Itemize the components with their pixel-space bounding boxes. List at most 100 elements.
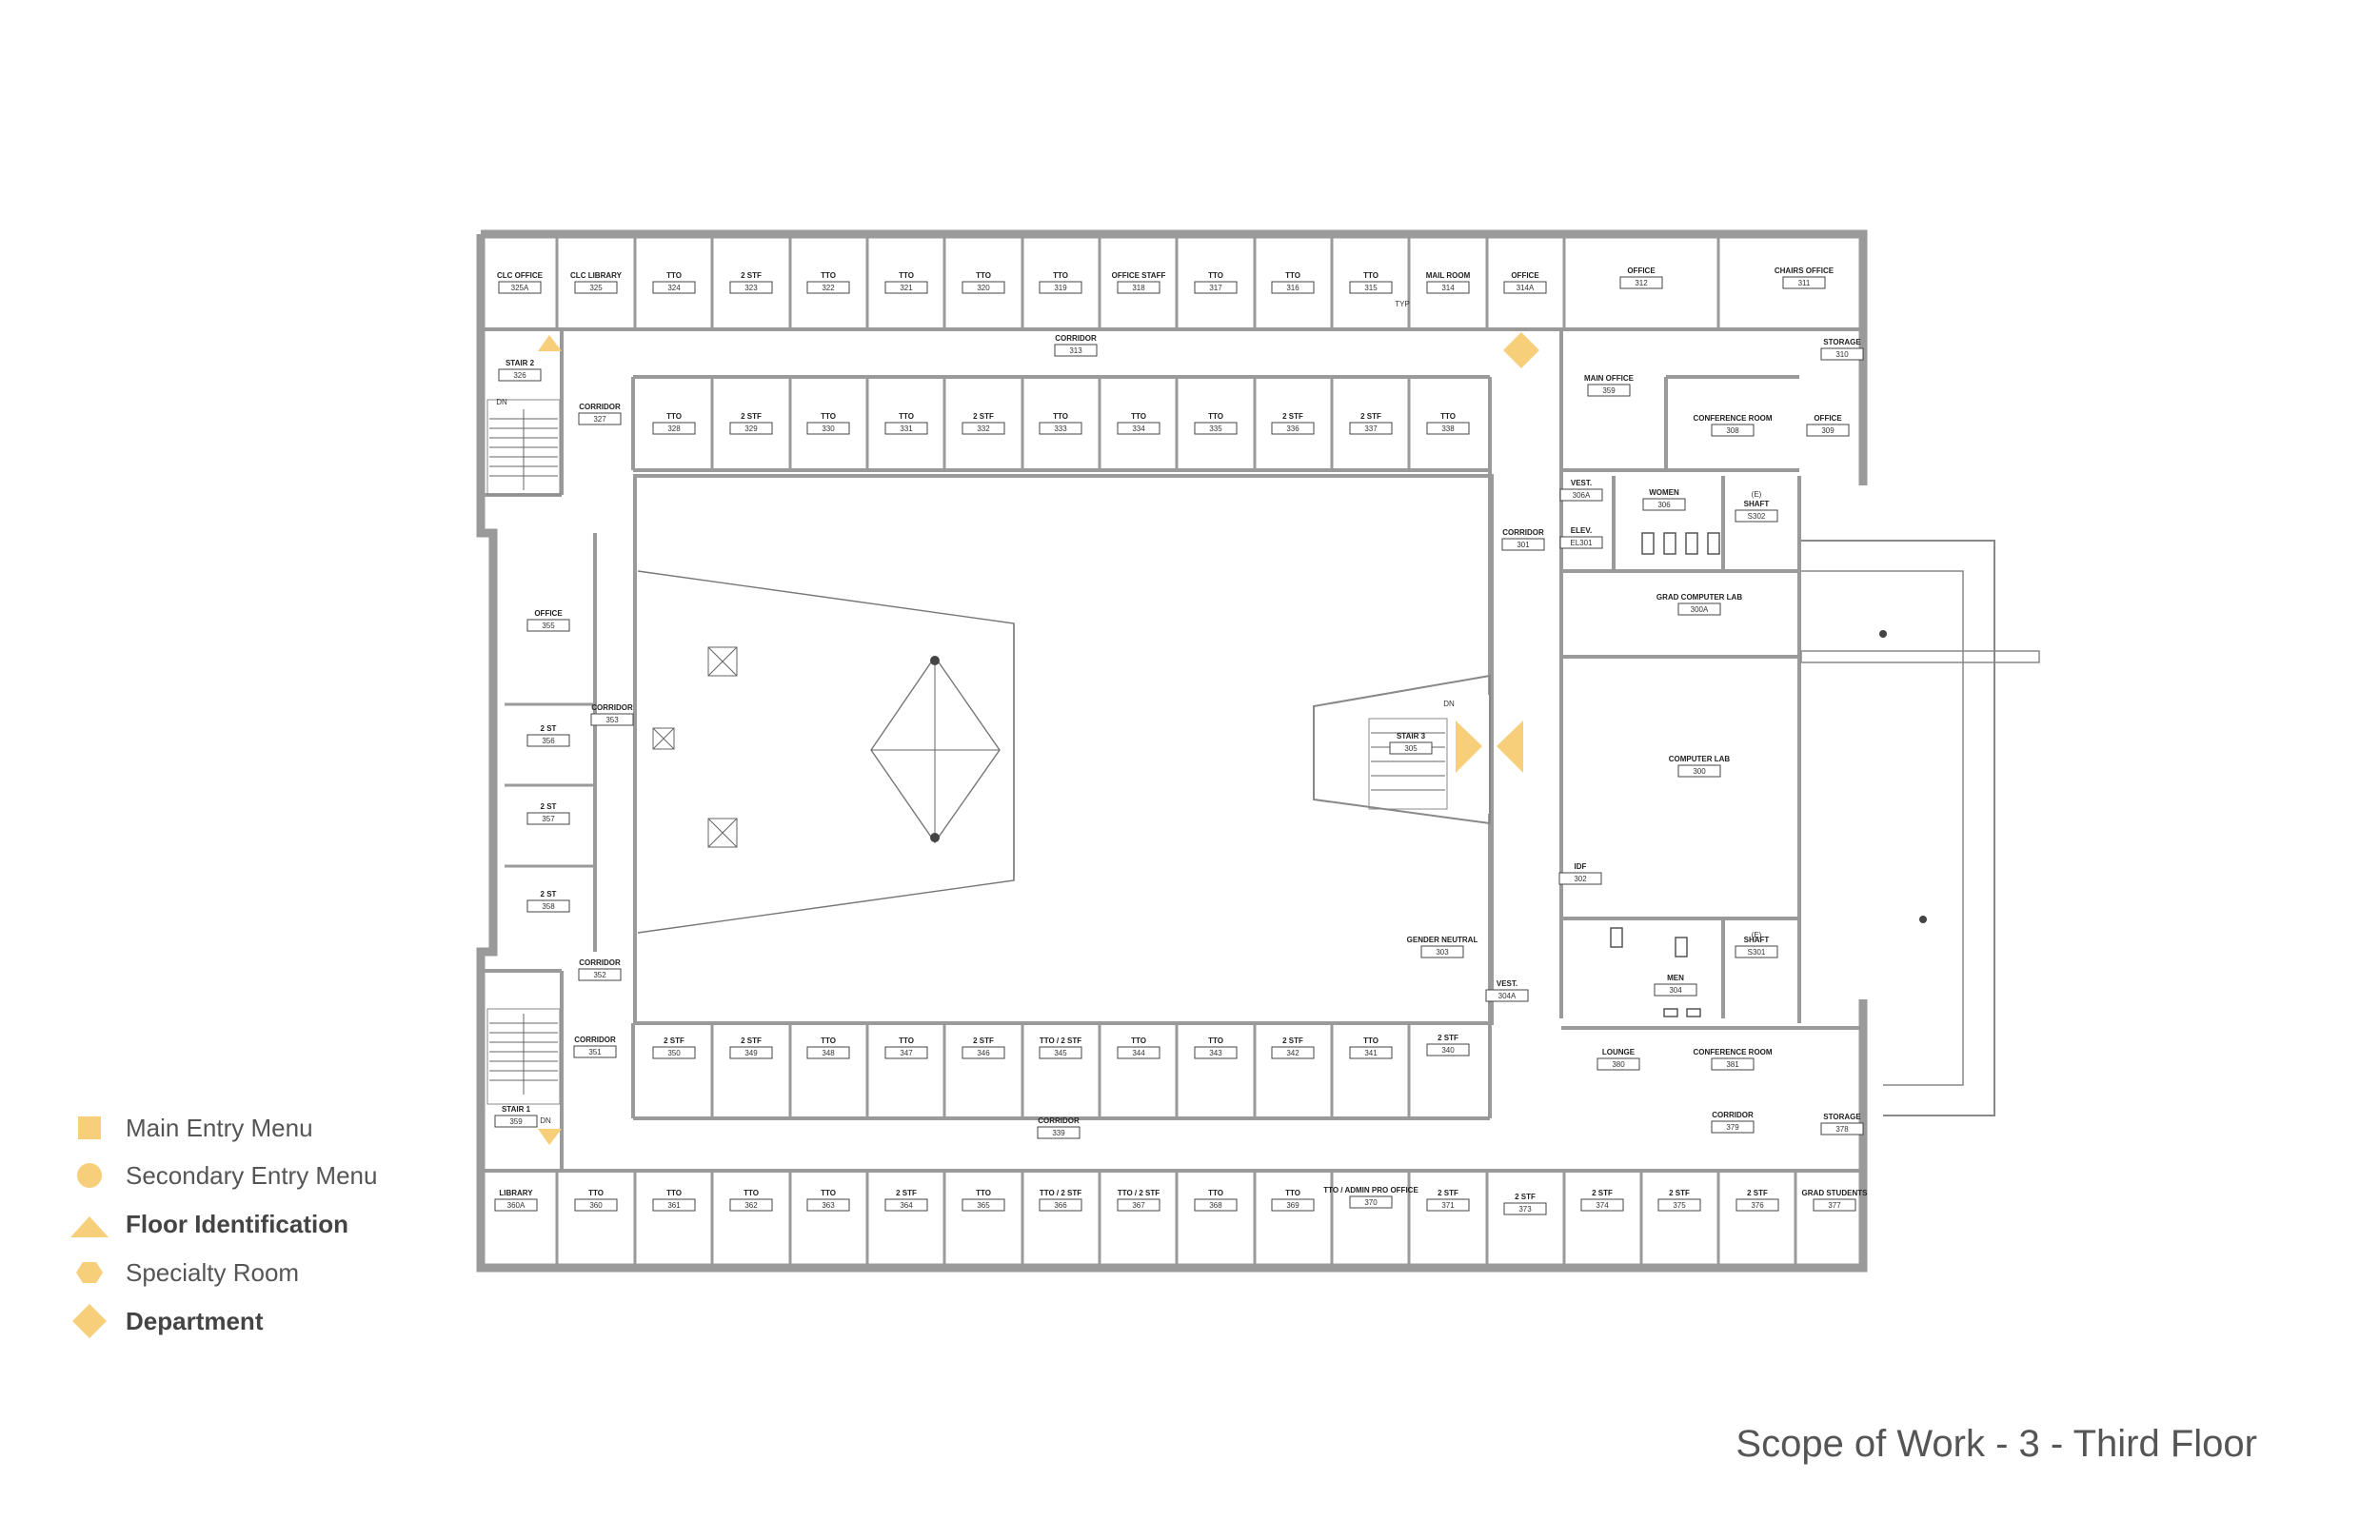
room-number-box bbox=[574, 281, 618, 294]
room-number-box bbox=[1735, 1198, 1779, 1212]
room-label: OFFICE STAFF bbox=[1112, 271, 1166, 280]
map-markers bbox=[538, 332, 1539, 1145]
room-label: TTO bbox=[666, 271, 682, 280]
room-number: 366 bbox=[1054, 1201, 1067, 1210]
room-label: COMPUTER LAB bbox=[1669, 755, 1731, 763]
room-360a: LIBRARY 360A bbox=[494, 1189, 538, 1212]
note-dn-stair2: DN bbox=[496, 398, 507, 406]
room-number: 308 bbox=[1726, 426, 1739, 435]
room-number-box bbox=[1426, 1198, 1470, 1212]
room-number: 305 bbox=[1404, 744, 1418, 753]
room-306a: VEST.306A bbox=[1559, 479, 1603, 502]
department-marker-top bbox=[1503, 332, 1539, 368]
hexagon-icon bbox=[70, 1254, 109, 1292]
room-label: STORAGE bbox=[1823, 1113, 1861, 1121]
room-number: 316 bbox=[1286, 284, 1299, 292]
room-number-box bbox=[884, 1198, 928, 1212]
room-number: 351 bbox=[588, 1048, 602, 1056]
room-number: 339 bbox=[1052, 1129, 1065, 1137]
room-number: 300A bbox=[1691, 605, 1709, 614]
room-label: MAIL ROOM bbox=[1426, 271, 1471, 280]
room-number-box bbox=[1426, 281, 1470, 294]
room-label: CLC LIBRARY bbox=[570, 271, 623, 280]
room-number-box bbox=[729, 1198, 773, 1212]
room-number-box bbox=[1503, 1202, 1547, 1215]
courtyard-skylight bbox=[637, 570, 1015, 934]
room-number-box bbox=[1642, 498, 1686, 511]
room-349: 2 STF 349 bbox=[729, 1037, 773, 1059]
room-number: 335 bbox=[1209, 424, 1222, 433]
room-number: 336 bbox=[1286, 424, 1299, 433]
room-label: LIBRARY bbox=[499, 1189, 533, 1197]
room-number-box bbox=[1711, 424, 1755, 437]
room-number-box bbox=[1194, 422, 1238, 435]
legend-item-specialty-room: Specialty Room bbox=[70, 1254, 299, 1292]
room-label: STAIR 2 bbox=[506, 359, 535, 367]
room-label: 2 STF bbox=[741, 1037, 762, 1045]
room-label: VEST. bbox=[1497, 979, 1517, 988]
room-label: 2 STF bbox=[741, 271, 762, 280]
room-label: TTO bbox=[1208, 271, 1223, 280]
room-number: 377 bbox=[1828, 1201, 1841, 1210]
note-e-shaft-bottom: (E) bbox=[1752, 931, 1762, 939]
room-number: 374 bbox=[1596, 1201, 1609, 1210]
room-label: MAIN OFFICE bbox=[1584, 374, 1635, 383]
room-number-box bbox=[1117, 281, 1160, 294]
bottom-interior-partitions bbox=[710, 1023, 1411, 1118]
room-308: CONFERENCE ROOM 308 bbox=[1693, 414, 1773, 437]
room-number-box bbox=[526, 734, 570, 747]
room-label: 2 ST bbox=[541, 802, 557, 811]
room-number: EL301 bbox=[1570, 539, 1593, 547]
room-number-box bbox=[729, 1046, 773, 1059]
room-number: 317 bbox=[1209, 284, 1222, 292]
room-number: 358 bbox=[542, 902, 555, 911]
room-number-box bbox=[1558, 872, 1602, 885]
floor-id-marker-stair1 bbox=[538, 1129, 562, 1145]
room-label: OFFICE bbox=[1511, 271, 1539, 280]
room-label: TTO bbox=[1131, 412, 1146, 421]
room-number: 349 bbox=[744, 1049, 758, 1057]
room-number-box bbox=[1782, 276, 1826, 289]
room-number: 325A bbox=[511, 284, 529, 292]
room-label: STAIR 3 bbox=[1397, 732, 1426, 740]
room-el301: ELEV.EL301 bbox=[1559, 526, 1603, 549]
room-label: 2 STF bbox=[896, 1189, 917, 1197]
room-label: CONFERENCE ROOM bbox=[1693, 414, 1772, 423]
room-number-box bbox=[574, 1198, 618, 1212]
room-number: 356 bbox=[542, 737, 555, 745]
legend-item-floor-identification: Floor Identification bbox=[70, 1205, 348, 1243]
room-304a: VEST.304A bbox=[1485, 979, 1529, 1002]
bottom-row-partitions bbox=[555, 1171, 1797, 1266]
room-number: 306 bbox=[1657, 501, 1671, 509]
room-number: 381 bbox=[1726, 1060, 1739, 1069]
room-number: 311 bbox=[1798, 279, 1811, 287]
room-number: 343 bbox=[1209, 1049, 1222, 1057]
room-label: TTO bbox=[899, 412, 914, 421]
room-number: 323 bbox=[744, 284, 758, 292]
note-e-shaft-top: (E) bbox=[1752, 490, 1762, 499]
room-number-box bbox=[1389, 741, 1433, 755]
room-label: TTO bbox=[1053, 412, 1068, 421]
room-number-box bbox=[1117, 1198, 1160, 1212]
room-number: 360A bbox=[507, 1201, 526, 1210]
room-label: 2 STF bbox=[1669, 1189, 1690, 1197]
room-number: 329 bbox=[744, 424, 758, 433]
